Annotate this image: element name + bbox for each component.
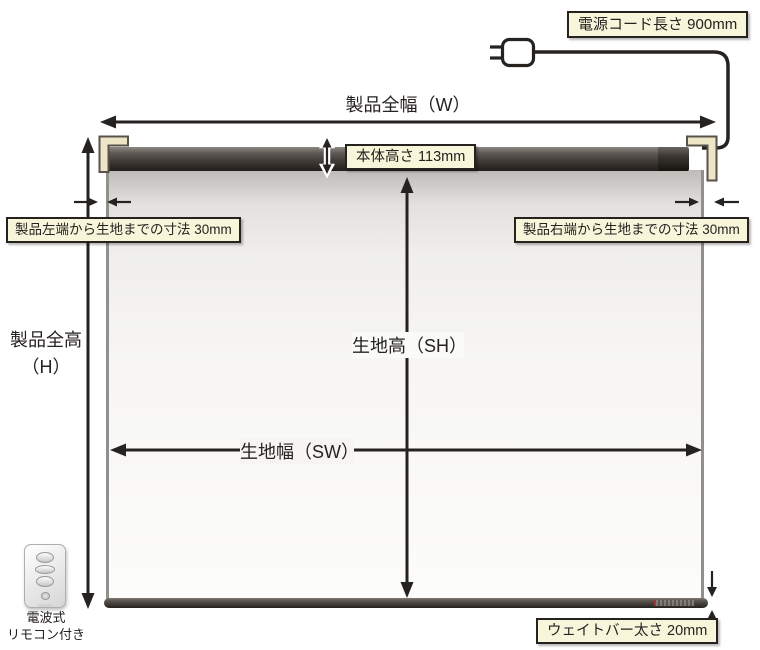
roller-tube-right-cap [658, 147, 689, 171]
left-gap-arrows [74, 197, 131, 207]
fabric-height-label: 生地高（SH） [352, 332, 467, 358]
remote-down-button [36, 575, 54, 587]
remote-indicator-dot [40, 591, 50, 600]
body-height-arrow [318, 133, 336, 179]
remote-control [24, 544, 66, 608]
power-cord-line [533, 50, 730, 150]
remote-stop-button [35, 565, 55, 574]
fabric-height-arrow [400, 177, 414, 598]
product-width-label: 製品全幅（W） [345, 95, 471, 115]
remote-caption: 電波式 リモコン付き [0, 609, 92, 643]
left-bracket [98, 135, 129, 173]
remote-caption-line2: リモコン付き [6, 627, 85, 642]
power-cord-length-label: 電源コード長さ 900mm [567, 11, 749, 38]
product-height-label-line1: 製品全高 [10, 330, 82, 350]
power-plug-icon [490, 37, 536, 68]
product-height-label: 製品全高 （H） [6, 327, 86, 381]
fabric-width-arrow [110, 443, 702, 457]
weight-bar-thickness-label: ウェイトバー太さ 20mm [536, 618, 719, 644]
weight-bar [104, 598, 708, 608]
left-gap-label: 製品左端から生地までの寸法 30mm [6, 217, 241, 243]
brand-tag [654, 600, 694, 606]
body-height-label: 本体高さ 113mm [345, 144, 477, 170]
right-gap-label: 製品右端から生地までの寸法 30mm [514, 217, 749, 243]
remote-logo-area [38, 603, 52, 608]
right-gap-arrows [675, 197, 739, 207]
product-width-arrow [100, 115, 716, 129]
remote-up-button [36, 552, 54, 564]
product-height-label-line2: （H） [21, 357, 71, 377]
remote-caption-line1: 電波式 [26, 610, 66, 625]
right-bracket [686, 135, 718, 182]
fabric-width-label: 生地幅（SW） [240, 438, 359, 464]
